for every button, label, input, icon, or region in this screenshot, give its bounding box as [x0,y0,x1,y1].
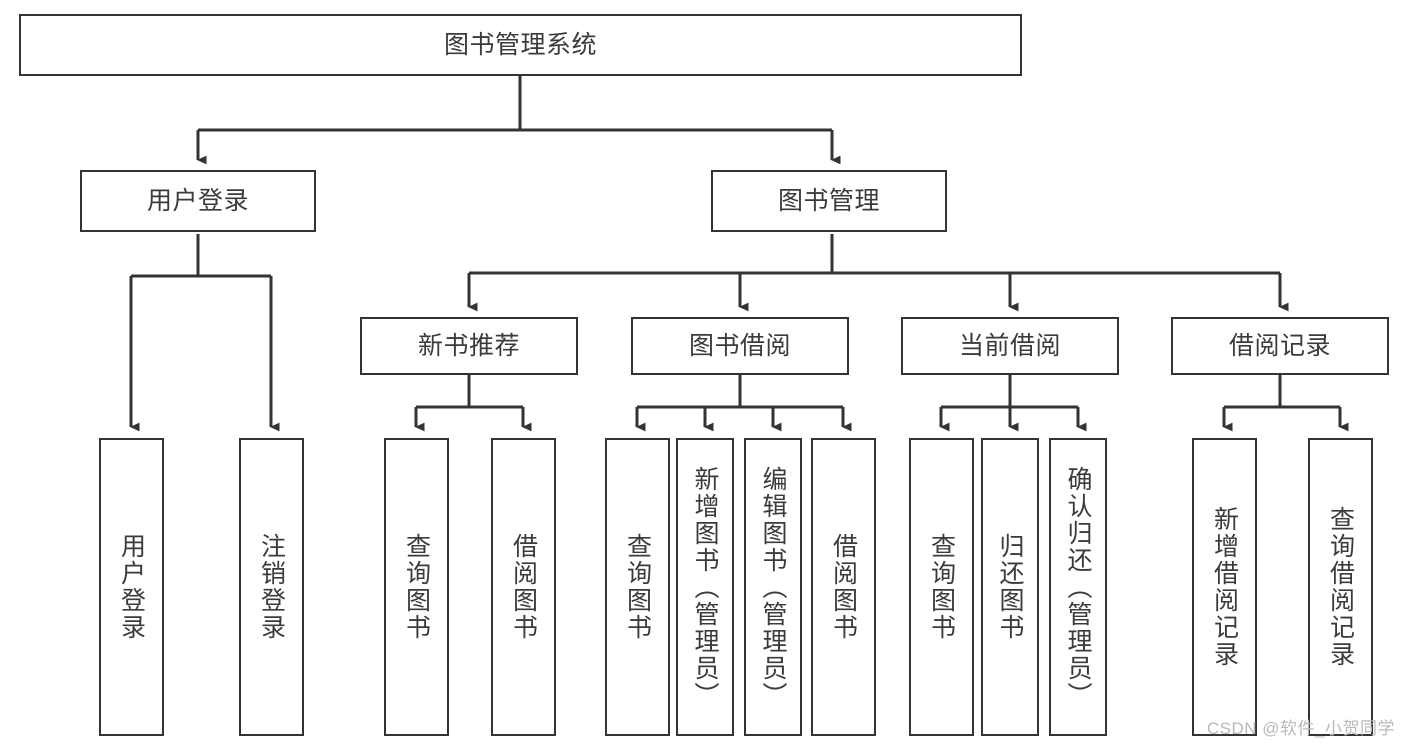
node-book-management-system[interactable]: 图书管理系统 [19,14,1022,76]
node-new-book-recommend[interactable]: 新书推荐 [360,317,578,375]
node-leaf-query-book-borrow[interactable]: 查询图书 [605,438,670,736]
node-label: 查询图书 [927,533,956,641]
node-user-login[interactable]: 用户登录 [80,170,316,232]
node-leaf-query-book-current[interactable]: 查询图书 [909,438,974,736]
node-leaf-add-book[interactable]: 新增图书（管理员） [676,438,734,736]
node-label: 借阅图书 [829,533,858,641]
node-label: 查询图书 [623,533,652,641]
node-label: 当前借阅 [958,332,1061,360]
node-leaf-confirm-return[interactable]: 确认归还（管理员） [1049,438,1107,736]
node-book-borrow[interactable]: 图书借阅 [631,317,849,375]
node-label: 图书借阅 [688,332,791,360]
node-leaf-add-borrow-record[interactable]: 新增借阅记录 [1192,438,1257,736]
node-label: 新增借阅记录 [1210,506,1239,668]
node-label: 新书推荐 [417,332,520,360]
csdn-watermark: CSDN @软件_小贺同学 [1206,719,1395,738]
node-leaf-query-borrow-record[interactable]: 查询借阅记录 [1308,438,1373,736]
node-leaf-user-login[interactable]: 用户登录 [99,438,164,736]
node-label: 查询借阅记录 [1326,506,1355,668]
node-label: 图书管理系统 [443,31,597,59]
node-label: 用户登录 [117,533,146,641]
node-label: 注销登录 [257,533,286,641]
node-label: 借阅图书 [509,533,538,641]
node-label: 新增图书（管理员） [691,465,719,709]
node-leaf-edit-book[interactable]: 编辑图书（管理员） [744,438,802,736]
node-leaf-query-book-recommend[interactable]: 查询图书 [384,438,449,736]
node-label: 图书管理 [777,187,880,215]
node-leaf-return-book[interactable]: 归还图书 [981,438,1039,736]
node-label: 归还图书 [996,533,1024,641]
node-label: 查询图书 [402,533,431,641]
node-borrow-record[interactable]: 借阅记录 [1171,317,1389,375]
node-label: 确认归还（管理员） [1064,465,1092,709]
node-leaf-borrow-book-borrow[interactable]: 借阅图书 [811,438,876,736]
node-label: 借阅记录 [1228,332,1331,360]
node-book-management[interactable]: 图书管理 [711,170,947,232]
node-current-borrow[interactable]: 当前借阅 [901,317,1119,375]
node-leaf-borrow-book-recommend[interactable]: 借阅图书 [491,438,556,736]
node-leaf-logout-login[interactable]: 注销登录 [239,438,304,736]
node-label: 编辑图书（管理员） [759,465,787,709]
node-label: 用户登录 [146,187,249,215]
